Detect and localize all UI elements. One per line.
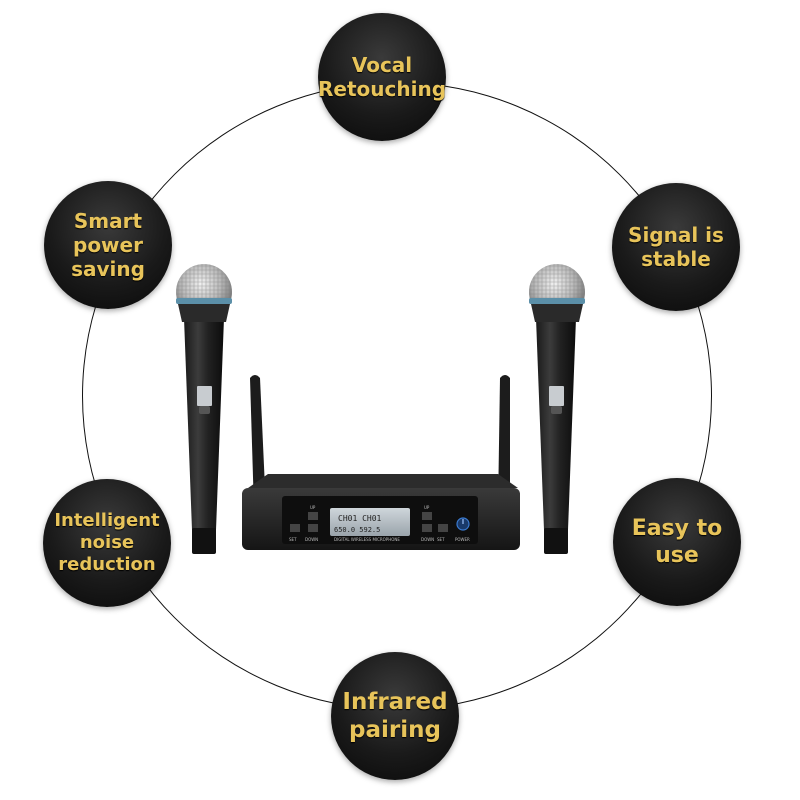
feature-badge-vocal-retouching: Vocal Retouching	[318, 13, 446, 141]
svg-text:650.0 592.5: 650.0 592.5	[334, 526, 380, 534]
up-button-left	[308, 512, 318, 520]
btn-down-left: DOWN	[305, 537, 318, 542]
btn-down-right: DOWN	[421, 537, 434, 542]
btn-set-left: SET	[289, 537, 297, 542]
down-button-left	[308, 524, 318, 532]
feature-label: Infrared pairing	[342, 689, 448, 743]
feature-badge-easy-to-use: Easy to use	[613, 478, 741, 606]
btn-up-left: UP	[310, 505, 316, 510]
feature-label: Smart power saving	[71, 209, 145, 281]
lcd-display	[330, 508, 410, 536]
up-button-right	[422, 512, 432, 520]
feature-badge-smart-power-saving: Smart power saving	[44, 181, 172, 309]
right-microphone	[529, 264, 585, 554]
feature-badge-noise-reduction: Intelligent noise reduction	[43, 479, 171, 607]
feature-label: Vocal Retouching	[318, 53, 447, 101]
feature-badge-infrared-pairing: Infrared pairing	[331, 652, 459, 780]
btn-up-right: UP	[424, 505, 430, 510]
btn-power: POWER	[455, 537, 470, 542]
receiver-unit: CH01 CH01 650.0 592.5 UP UP SET DOWN DIG…	[242, 474, 520, 550]
down-button-right	[422, 524, 432, 532]
svg-text:CH01 CH01: CH01 CH01	[338, 514, 382, 523]
left-microphone	[176, 264, 232, 554]
panel-label: DIGITAL WIRELESS MICROPHONE	[334, 537, 400, 542]
feature-label: Easy to use	[631, 516, 723, 568]
feature-label: Intelligent noise reduction	[54, 510, 160, 575]
set-button-left	[290, 524, 300, 532]
feature-label: Signal is stable	[628, 223, 724, 271]
set-button-right	[438, 524, 448, 532]
feature-badge-signal-stable: Signal is stable	[612, 183, 740, 311]
btn-set-right: SET	[437, 537, 445, 542]
